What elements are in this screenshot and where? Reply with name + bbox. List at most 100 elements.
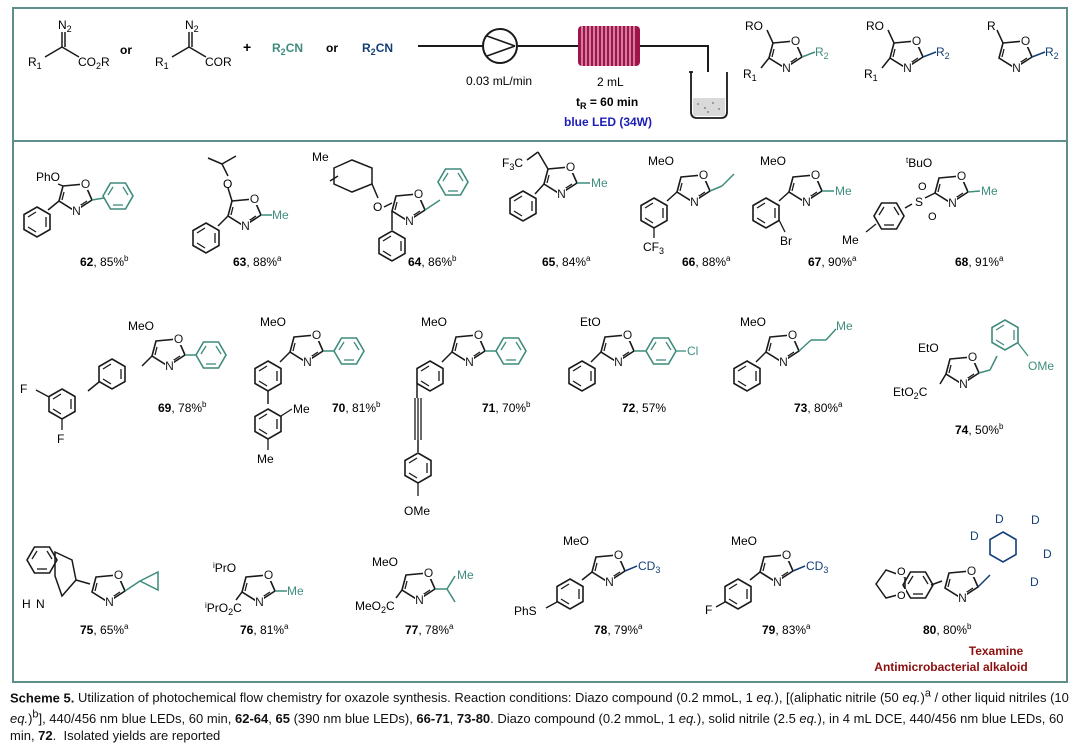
svg-text:R2: R2 [936,45,950,61]
svg-text:D: D [1043,547,1052,561]
svg-text:R2: R2 [815,45,829,61]
diazo-ester: N2 R1 CO2R [28,18,110,71]
svg-text:F: F [20,382,27,396]
product-oxazole-aryl: RO R1 R2 [864,19,950,83]
compound-63-structure: O Me [192,155,289,254]
product-oxazole-disubstituted: R R2 [987,19,1059,76]
flow-rate-label: 0.03 mL/min [466,74,532,88]
compound-74-structure: EtO OMe EtO2C [893,319,1054,401]
svg-text:RO: RO [866,19,884,33]
svg-text:MeO: MeO [740,315,766,329]
compound-62-label: 62, 85%b [80,254,129,269]
svg-text:Me: Me [293,402,310,416]
svg-text:O: O [928,211,937,223]
texamine-class: Antimicrobacterial alkaloid [874,660,1027,674]
texamine-name: Texamine [969,644,1024,658]
compound-68-structure: tBuO Me S O O Me [842,156,998,247]
compound-65-label: 65, 84%a [542,254,591,269]
svg-text:O: O [373,200,382,214]
svg-text:Me: Me [836,319,853,333]
svg-text:PhS: PhS [514,604,537,618]
svg-text:F: F [57,432,64,446]
svg-text:Me: Me [981,184,998,198]
svg-text:MeO: MeO [260,315,286,329]
reaction-header-box [12,7,1068,142]
svg-text:iPrO: iPrO [213,561,236,575]
svg-text:H: H [22,597,31,611]
svg-text:OMe: OMe [404,504,430,518]
compound-80-label: 80, 80%b [923,622,972,637]
svg-text:COR: COR [205,55,232,69]
compound-67-structure: MeO Br Me [752,154,852,248]
svg-text:EtO2C: EtO2C [893,385,928,401]
compound-74-label: 74, 50%b [955,422,1004,437]
light-source-label: blue LED (34W) [564,115,652,129]
svg-text:S: S [915,195,923,209]
svg-text:D: D [1031,513,1040,527]
photoreactor-coil-icon [578,26,640,66]
compound-75-structure: H N [22,546,159,611]
svg-text:CF3: CF3 [643,240,664,256]
compound-64-label: 64, 86%b [408,254,457,269]
compound-67-label: 67, 90%a [808,254,857,269]
svg-text:MeO: MeO [128,319,154,333]
caption-text: Utilization of photochemical flow chemis… [10,688,1069,743]
svg-text:Me: Me [835,184,852,198]
plus-sign: + [243,39,251,55]
svg-text:O: O [918,181,927,193]
compound-80-structure: O O D D D D D [875,512,1052,606]
compound-79-structure: MeO CD3 F [705,534,828,617]
pump-icon [482,28,518,64]
svg-text:D: D [995,512,1004,526]
svg-text:O: O [897,566,906,578]
svg-text:Cl: Cl [687,344,698,358]
diazo-ketone: N2 R1 COR [155,18,232,71]
compound-66-label: 66, 88%a [682,254,731,269]
compound-77-structure: MeO Me MeO2C [355,555,474,615]
compound-72-structure: EtO Cl [568,315,698,392]
coil-volume-label: 2 mL [597,75,624,89]
svg-text:EtO: EtO [918,341,939,355]
svg-text:R1: R1 [864,67,878,83]
svg-text:Br: Br [780,234,792,248]
svg-text:MeO: MeO [731,534,757,548]
svg-text:MeO: MeO [563,534,589,548]
compound-68-label: 68, 91%a [955,254,1004,269]
compound-76-structure: iPrO Me iPrO2C [205,561,304,617]
compound-71-label: 71, 70%b [482,400,531,415]
svg-text:MeO: MeO [372,555,398,569]
compound-62-structure: PhO [23,170,134,238]
svg-text:R2: R2 [1045,45,1059,61]
svg-text:F: F [705,603,712,617]
compound-73-label: 73, 80%a [794,400,843,415]
svg-text:F3C: F3C [502,156,523,172]
or-label-1: or [120,43,132,57]
compound-79-label: 79, 83%a [762,622,811,637]
compound-64-structure: Me O [312,150,469,262]
compound-69-structure: MeO F F [20,319,227,446]
svg-text:Me: Me [257,452,274,466]
svg-text:R1: R1 [28,55,42,71]
compound-69-label: 69, 78%b [158,400,207,415]
svg-text:O: O [223,177,232,191]
svg-text:MeO: MeO [648,154,674,168]
collection-beaker-icon [689,71,728,119]
svg-text:N2: N2 [185,18,199,34]
compound-76-label: 76, 81%a [240,622,289,637]
compound-72-label: 72, 57% [622,401,666,415]
svg-text:R1: R1 [743,67,757,83]
compound-71-structure: MeO OMe [404,315,527,518]
compound-65-structure: F3C Me [502,151,608,222]
svg-text:MeO2C: MeO2C [355,599,395,615]
svg-text:N: N [36,597,45,611]
svg-text:N2: N2 [58,18,72,34]
compound-75-label: 75, 65%a [80,622,129,637]
compound-70-label: 70, 81%b [332,400,381,415]
scheme-caption: Scheme 5. Utilization of photochemical f… [10,686,1072,744]
compound-78-structure: MeO CD3 PhS [514,534,660,618]
svg-text:iPrO2C: iPrO2C [205,601,242,617]
svg-text:D: D [970,529,979,543]
svg-text:Me: Me [842,233,859,247]
compound-77-label: 77, 78%a [405,622,454,637]
aliphatic-nitrile: R2CN [272,41,303,57]
